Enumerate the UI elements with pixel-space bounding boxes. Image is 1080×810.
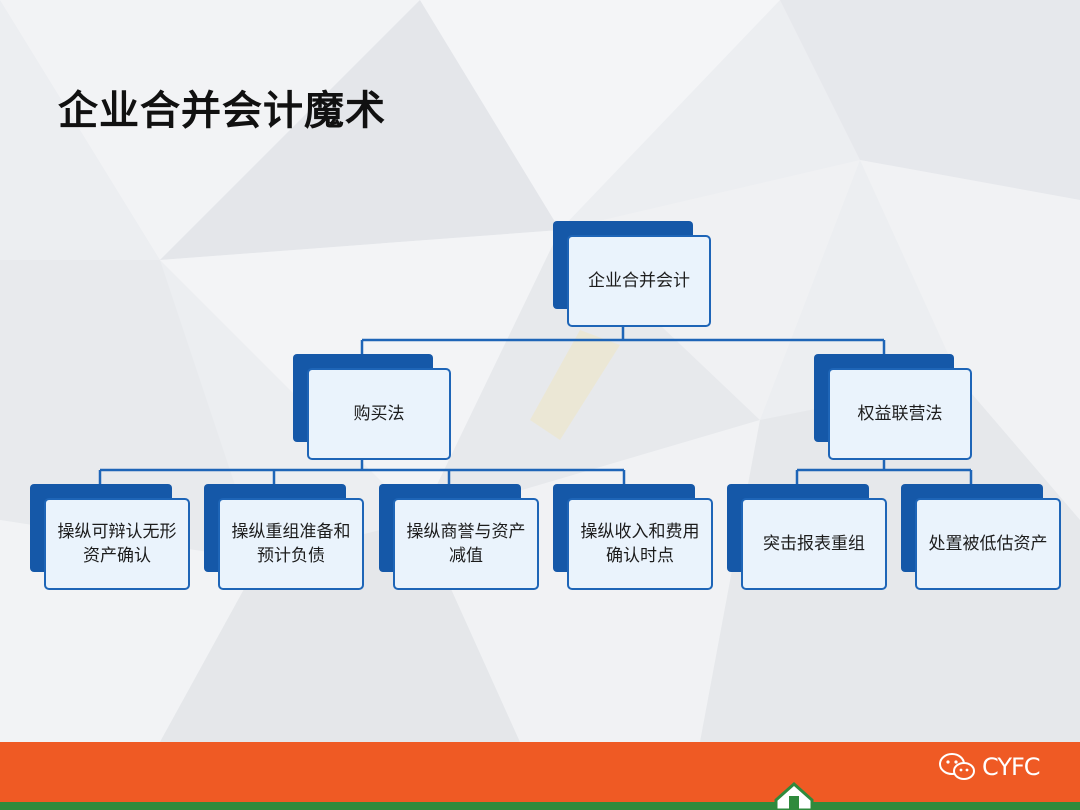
node-branch-pooling: 权益联营法 — [814, 354, 972, 460]
node-leaf-timing: 操纵收入和费用 确认时点 — [553, 484, 713, 590]
brand: CYFC — [938, 752, 1041, 782]
node-root-label: 企业合并会计 — [588, 271, 690, 291]
node-leaf-undervalued-assets: 处置被低估资产 — [901, 484, 1061, 590]
brand-name: CYFC — [982, 753, 1041, 781]
node-leaf-report-restructure: 突击报表重组 — [727, 484, 887, 590]
node-leaf-intangible: 操纵可辩认无形资产确认 — [30, 484, 190, 590]
wechat-icon — [939, 753, 975, 780]
node-leaf-timing-label: 操纵收入和费用 确认时点 — [580, 522, 700, 566]
node-branch-pooling-label: 权益联营法 — [857, 404, 943, 424]
node-leaf-restructuring: 操纵重组准备和预计负债 — [204, 484, 364, 590]
node-leaf-restructuring-label: 操纵重组准备和预计负债 — [231, 522, 351, 566]
footer-accent-line — [0, 802, 1080, 810]
node-leaf-undervalued-assets-label: 处置被低估资产 — [928, 534, 1048, 554]
node-leaf-goodwill: 操纵商誉与资产减值 — [379, 484, 539, 590]
node-leaf-goodwill-label: 操纵商誉与资产减值 — [406, 522, 526, 566]
house-logo-icon — [774, 782, 814, 810]
node-branch-purchase: 购买法 — [293, 354, 451, 460]
slide-title: 企业合并会计魔术 — [58, 88, 386, 134]
node-branch-purchase-label: 购买法 — [353, 404, 405, 424]
footer-bar — [0, 742, 1080, 802]
node-root: 企业合并会计 — [553, 221, 711, 327]
node-leaf-report-restructure-label: 突击报表重组 — [763, 534, 865, 554]
node-leaf-intangible-label: 操纵可辩认无形资产确认 — [57, 522, 177, 566]
